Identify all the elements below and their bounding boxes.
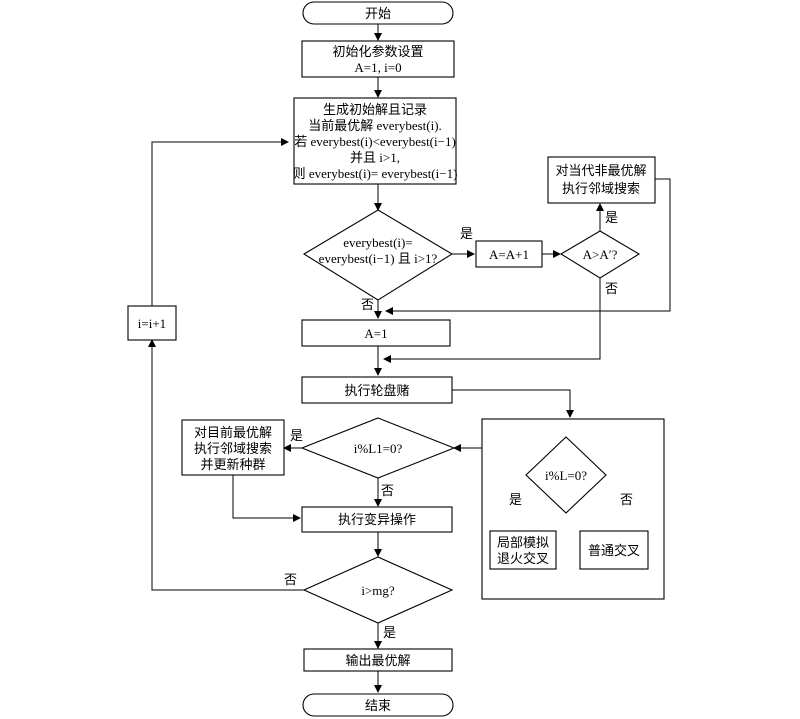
mutation-box: 执行变异操作 [301,506,453,533]
init-line-1: 初始化参数设置 [332,44,423,59]
neighbor-search-nonbest-line-1: 对当代非最优解 [555,163,646,178]
start-node: 开始 [302,1,454,25]
no-label-mg: 否 [284,572,297,587]
sa-crossover-line-1: 局部模拟 [497,535,549,550]
condition-mg-label: i>mg? [361,583,395,598]
condition-mg-diamond: i>mg? [302,556,454,624]
condition-everybest-line-2: everybest(i−1) 且 i>1? [319,251,438,266]
a-increment-label: A=A+1 [489,247,529,262]
yes-label-l: 是 [509,492,522,507]
generate-line-1: 生成初始解且记录 [323,102,427,117]
init-line-2: A=1, i=0 [354,60,401,75]
no-label-a: 否 [605,281,618,296]
a-reset-box: A=1 [301,319,451,347]
sa-crossover-line-2: 退火交叉 [497,551,549,566]
end-label: 结束 [365,698,391,713]
neighbor-search-best-line-1: 对目前最优解 [194,425,272,440]
generate-line-3: 若 everybest(i)<everybest(i−1) [294,134,456,149]
roulette-label: 执行轮盘赌 [344,383,409,398]
crossover-container: i%L=0? 局部模拟 退火交叉 普通交叉 [481,418,665,600]
output-box: 输出最优解 [303,648,453,672]
condition-a-diamond: A>A′? [559,230,641,279]
i-increment-box: i=i+1 [127,305,177,341]
no-label-l1: 否 [381,483,394,498]
generate-line-4: 并且 i>1, [350,150,400,165]
generate-box: 生成初始解且记录 当前最优解 everybest(i). 若 everybest… [293,97,458,185]
end-node: 结束 [302,693,454,717]
yes-label-everybest: 是 [460,226,473,241]
condition-l-label: i%L=0? [545,468,587,483]
neighbor-search-best-box: 对目前最优解 执行邻域搜索 并更新种群 [181,419,285,476]
yes-label-l1: 是 [290,428,303,443]
generate-line-5: 则 everybest(i)= everybest(i−1) [293,166,458,181]
normal-crossover-box [579,530,649,570]
branch-labels: 是 否 是 否 是 否 是 否 否 是 [284,210,633,640]
condition-everybest-diamond: everybest(i)= everybest(i−1) 且 i>1? [302,209,454,301]
no-label-l: 否 [620,492,633,507]
generate-line-2: 当前最优解 everybest(i). [308,118,442,133]
condition-l1-diamond: i%L1=0? [300,417,456,479]
condition-a-label: A>A′? [583,247,618,262]
normal-crossover-label: 普通交叉 [588,543,640,558]
condition-everybest-line-1: everybest(i)= [343,235,412,250]
yes-label-mg: 是 [383,625,396,640]
start-label: 开始 [365,6,391,21]
output-label: 输出最优解 [345,653,410,668]
roulette-box: 执行轮盘赌 [301,376,453,404]
no-label-everybest: 否 [361,297,374,312]
mutation-label: 执行变异操作 [338,512,416,527]
i-increment-label: i=i+1 [138,316,166,331]
a-increment-box: A=A+1 [475,240,543,268]
neighbor-search-best-line-3: 并更新种群 [200,457,265,472]
a-reset-label: A=1 [364,326,387,341]
sa-crossover-box [489,530,557,570]
neighbor-search-nonbest-box: 对当代非最优解 执行邻域搜索 [547,156,656,204]
init-box: 初始化参数设置 A=1, i=0 [301,40,455,78]
yes-label-a: 是 [605,210,618,225]
neighbor-search-nonbest-line-2: 执行邻域搜索 [562,181,640,196]
neighbor-search-best-line-2: 执行邻域搜索 [194,441,272,456]
condition-l1-label: i%L1=0? [354,441,403,456]
